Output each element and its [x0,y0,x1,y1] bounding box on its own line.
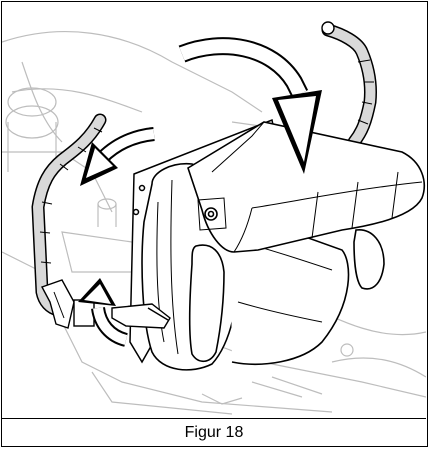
seat-adjust-lever [73,299,171,329]
right-armrest [321,21,377,149]
left-armrest [31,113,107,329]
figure-illustration [2,2,426,419]
arrow-fold-armrest-left [80,127,155,186]
arrow-fold-seat-down [178,37,322,174]
figure-caption: Figur 18 [184,424,244,441]
arrow-lever-up [78,278,129,347]
